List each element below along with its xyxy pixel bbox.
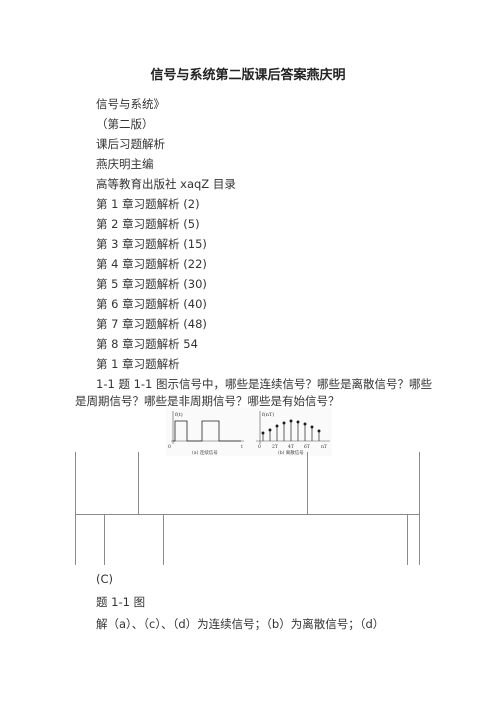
fa-label: f(t) <box>175 411 183 418</box>
toc-line: 第 4 章习题解析 (22) <box>96 257 207 271</box>
fb-nt: nT <box>321 444 327 450</box>
figure-caption: 题 1-1 图 <box>96 595 146 609</box>
section-heading: 第 1 章习题解析 <box>96 357 180 371</box>
toc-line: 第 3 章习题解析 (15) <box>96 237 207 251</box>
toc-line: 第 7 章习题解析 (48) <box>96 317 207 331</box>
signal-figure: f(t) 0 t (a) 连续信号 f(nT) 0 2T 4T 6T nT (b… <box>166 408 332 456</box>
fb-origin: 0 <box>258 444 261 450</box>
discrete-signal-plot: f(nT) 0 2T 4T 6T nT (b) 离散信号 <box>256 411 330 456</box>
toc-line: 信号与系统》 <box>96 97 165 111</box>
caption-a: (a) 连续信号 <box>192 449 218 456</box>
continuous-signal-plot: f(t) 0 t (a) 连续信号 <box>168 411 244 456</box>
toc-line: 第 6 章习题解析 (40) <box>96 297 207 311</box>
fb-2t: 2T <box>272 444 278 450</box>
fb-label: f(nT) <box>262 411 274 418</box>
question-line-1: 1-1 题 1-1 图示信号中，哪些是连续信号？哪些是离散信号？哪些 <box>96 377 433 391</box>
page-title: 信号与系统第二版课后答案燕庆明 <box>150 68 346 83</box>
caption-b: (b) 离散信号 <box>278 449 304 456</box>
toc-line: 课后习题解析 <box>96 137 165 151</box>
toc-line: 第 5 章习题解析 (30) <box>96 277 207 291</box>
fb-4t: 4T <box>288 444 294 450</box>
question-line-2: 是周期信号？哪些是非周期信号？哪些是有始信号？ <box>75 394 340 408</box>
figure-c-label: (C) <box>96 572 114 586</box>
fa-origin: 0 <box>168 444 171 450</box>
fa-t: t <box>241 444 243 450</box>
toc-line: 第 8 章习题解析 54 <box>96 337 198 351</box>
fb-6t: 6T <box>304 444 310 450</box>
toc-line: 燕庆明主编 <box>96 157 154 171</box>
toc-line: （第二版） <box>96 117 154 131</box>
toc-line: 第 1 章习题解析 (2) <box>96 197 200 211</box>
toc-line: 高等教育出版社 xaqZ 目录 <box>96 177 236 191</box>
answer-line: 解（a）、（c）、（d）为连续信号；（b）为离散信号；（d） <box>96 617 385 631</box>
toc-line: 第 2 章习题解析 (5) <box>96 217 200 231</box>
